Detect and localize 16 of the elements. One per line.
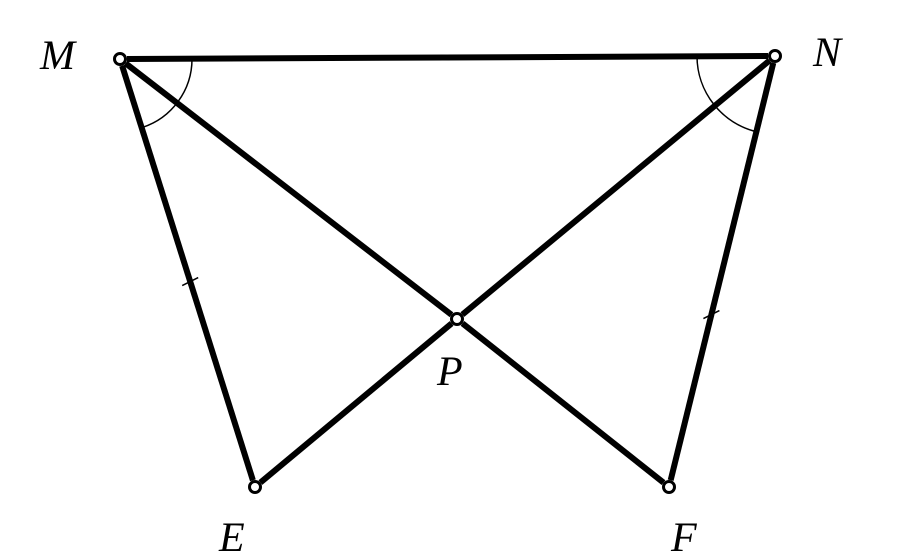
line-segment — [124, 60, 454, 318]
point-marker — [768, 49, 782, 63]
point-marker — [662, 480, 676, 494]
line-segment — [126, 53, 768, 62]
line-segment — [258, 321, 454, 485]
line-segment — [460, 58, 772, 317]
point-marker — [113, 52, 127, 66]
line-segment — [668, 62, 776, 481]
line-segment — [119, 64, 256, 482]
point-marker — [248, 480, 262, 494]
point-label: M — [40, 35, 75, 77]
point-label: P — [437, 351, 463, 393]
point-label: N — [813, 32, 842, 74]
point-label: E — [219, 517, 245, 554]
line-segment — [460, 321, 666, 485]
point-label: F — [671, 517, 697, 554]
